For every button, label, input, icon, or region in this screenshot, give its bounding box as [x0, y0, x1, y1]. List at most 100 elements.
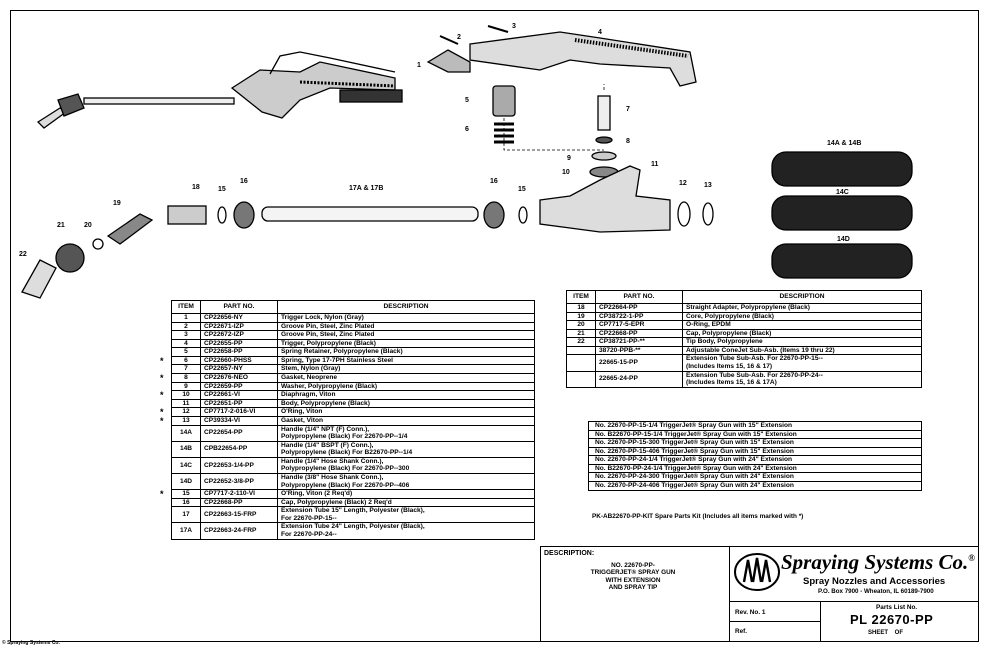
description-cell: Trigger, Polypropylene (Black) [277, 338, 535, 349]
item-cell: 9 [171, 381, 201, 392]
company-name-text: Spraying Systems Co. [781, 550, 969, 574]
callout-14d: 14D [837, 236, 850, 243]
model-row: No. 22670-PP-24-1/4 TriggerJet® Spray Gu… [588, 455, 922, 465]
description-line: (Includes Items 15, 16 & 17A) [686, 379, 777, 387]
description-cell: Spring Retainer, Polypropylene (Black) [277, 347, 535, 357]
model-row: No. 22670-PP-15-1/4 TriggerJet® Spray Gu… [588, 421, 922, 431]
ref-label: Ref. [735, 628, 748, 635]
parts-list-number: PL 22670-PP [850, 612, 934, 627]
description-line-4: AND SPRAY TIP [608, 584, 658, 592]
callout-16-left: 16 [240, 178, 248, 185]
col-header-description: DESCRIPTION [682, 290, 922, 304]
model-cell: No. 22670-PP-24-300 TriggerJet® Spray Gu… [588, 472, 922, 483]
description-cell: Spring, Type 17-7PH Stainless Steel [277, 355, 535, 366]
spare-kit-star-marker: * [160, 488, 164, 499]
washer-part [591, 151, 617, 161]
part-number-cell: CP22655-PP [200, 338, 278, 349]
description-cell: Cap, Polypropylene (Black) [682, 328, 922, 339]
item-cell: 12 [171, 407, 201, 417]
callout-13: 13 [704, 182, 712, 189]
description-line: Cap, Polypropylene (Black) 2 Req'd [281, 498, 392, 506]
rev-number: Rev. No. 1 [735, 609, 766, 616]
part-number-cell: CP22672-IZP [200, 330, 278, 340]
part-number-cell: CP22663-15-FRP [200, 506, 278, 524]
part-number-cell: CP22653-1/4-PP [200, 456, 278, 474]
o-ring-12 [677, 201, 691, 227]
description-line: Adjustable ConeJet Sub-Asb. (Items 19 th… [686, 346, 835, 354]
trigger-part [469, 31, 697, 87]
groove-pin-3 [487, 25, 509, 33]
description-line: Gasket, Neoprene [281, 374, 338, 382]
callout-4: 4 [598, 29, 602, 36]
description-line: O-Ring, EPDM [686, 321, 731, 329]
callout-22: 22 [19, 251, 27, 258]
spare-kit-star-marker: * [160, 372, 164, 383]
col-header-part-no: PART NO. [200, 300, 278, 314]
copyright-notice: © Spraying Systems Co. [2, 640, 60, 646]
description-line: Groove Pin, Steel, Zinc Plated [281, 322, 375, 330]
part-number-cell: CP22652-3/8-PP [200, 472, 278, 491]
part-number-cell: 22665-24-PP [595, 370, 683, 388]
model-row: No. 22670-PP-15-300 TriggerJet® Spray Gu… [588, 438, 922, 448]
col-header-description: DESCRIPTION [277, 300, 535, 314]
model-row: No. B22670-PP-24-1/4 TriggerJet® Spray G… [588, 463, 922, 474]
description-line: Extension Tube Sub-Asb. For 22670-PP-15-… [686, 355, 823, 363]
description-line: Handle (3/8" Hose Shank Conn.), [281, 473, 384, 481]
description-line: Extension Tube 15" Length, Polyester (Bl… [281, 507, 425, 515]
parts-no-divider [820, 601, 821, 642]
col-header-item: ITEM [171, 300, 201, 314]
description-cell: Extension Tube Sub-Asb. For 22670-PP-24-… [682, 370, 922, 388]
spare-parts-kit-note: PK-AB22670-PP-KIT Spare Parts Kit (Inclu… [592, 513, 804, 520]
description-line: Gasket, Viton [281, 416, 324, 424]
description-cell: O'Ring, Viton [277, 407, 535, 417]
spring-retainer-part [492, 85, 516, 117]
description-cell: Adjustable ConeJet Sub-Asb. (Items 19 th… [682, 345, 922, 356]
title-divider [730, 601, 979, 602]
table-row: 38720-PPB-**Adjustable ConeJet Sub-Asb. … [566, 345, 922, 356]
callout-21: 21 [57, 222, 65, 229]
description-cell: Tip Body, Polypropylene [682, 337, 922, 347]
callout-3: 3 [512, 23, 516, 30]
models-table: No. 22670-PP-15-1/4 TriggerJet® Spray Gu… [588, 421, 922, 491]
item-cell: 6 [171, 355, 201, 366]
o-ring-15-left [217, 206, 227, 224]
callout-10: 10 [562, 169, 570, 176]
description-line: Handle (1/4" NPT (F) Conn.), [281, 425, 370, 433]
model-cell: No. 22670-PP-15-406 TriggerJet® Spray Gu… [588, 446, 922, 457]
description-cell: Groove Pin, Steel, Zinc Plated [277, 321, 535, 332]
item-cell: 16 [171, 497, 201, 508]
model-row: No. 22670-PP-15-406 TriggerJet® Spray Gu… [588, 446, 922, 457]
description-cell: Handle (3/8" Hose Shank Conn.),Polypropy… [277, 472, 535, 491]
description-cell: Handle (1/4" BSPT (F) Conn.),Polypropyle… [277, 440, 535, 458]
description-cell: Cap, Polypropylene (Black) 2 Req'd [277, 497, 535, 508]
part-number-cell: CP22664-PP [595, 303, 683, 313]
callout-11: 11 [651, 161, 659, 168]
callout-5: 5 [465, 97, 469, 104]
model-cell: No. 22670-PP-15-300 TriggerJet® Spray Gu… [588, 438, 922, 448]
description-line: Straight Adapter, Polypropylene (Black) [686, 304, 810, 311]
description-cell: Gasket, Neoprene [277, 373, 535, 383]
o-ring-15-right [518, 206, 528, 224]
description-line: Stem, Nylon (Gray) [281, 365, 341, 373]
col-header-item: ITEM [566, 290, 596, 304]
gasket-part [595, 136, 613, 144]
company-name: Spraying Systems Co.® [781, 552, 975, 573]
description-cell: Gasket, Viton [277, 415, 535, 426]
